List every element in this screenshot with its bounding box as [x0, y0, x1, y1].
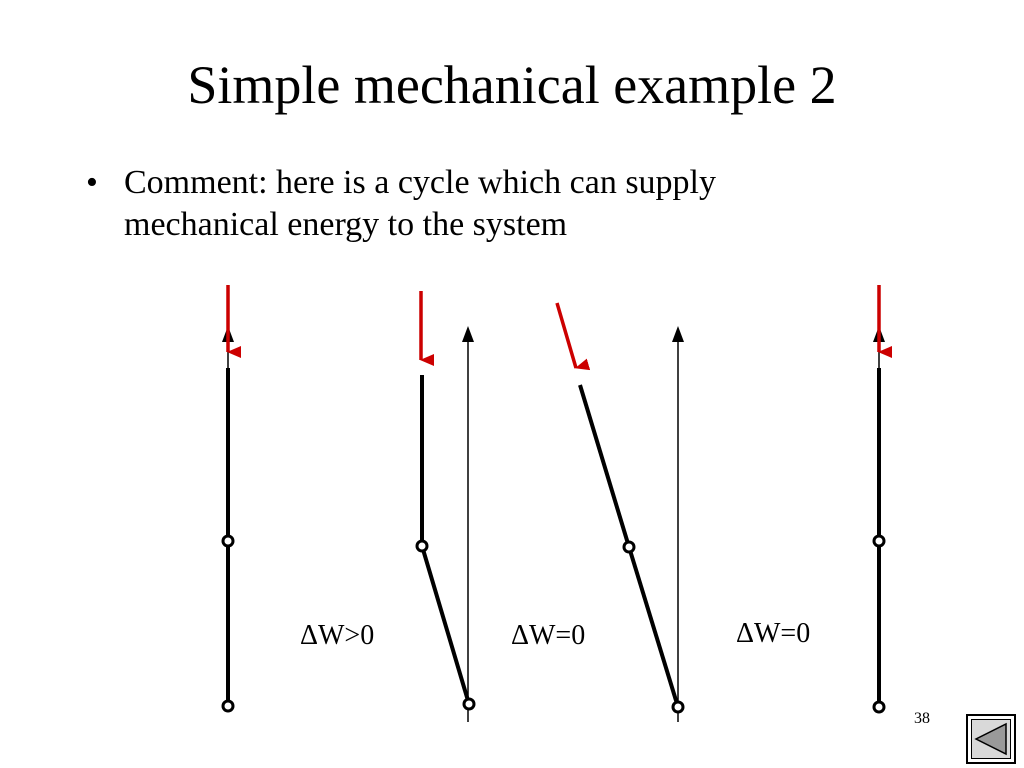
- config-4: [872, 285, 892, 714]
- nav-button-face: [971, 719, 1011, 759]
- joint-3: [622, 540, 636, 554]
- work-label-3: ΔW=0: [736, 618, 811, 649]
- back-triangle-icon: [974, 722, 1007, 756]
- reference-axis-3-head: [672, 326, 684, 342]
- force-arrow-3: [555, 302, 591, 371]
- work-label-2: ΔW=0: [511, 620, 586, 651]
- lower-segment-2: [420, 545, 471, 705]
- bullet-line-2: mechanical energy to the system: [124, 206, 568, 243]
- bullet-text: Comment: here is a cycle which can suppl…: [124, 162, 904, 246]
- config-1: [221, 285, 241, 713]
- lower-segment-3: [627, 546, 680, 708]
- work-label-1: ΔW>0: [300, 620, 375, 651]
- base-pivot-4: [872, 700, 886, 714]
- config-3: [555, 302, 685, 722]
- base-pivot-1: [221, 699, 235, 713]
- joint-1: [221, 534, 235, 548]
- page-number: 38: [914, 710, 930, 727]
- joint-4: [872, 534, 886, 548]
- joint-2: [415, 539, 429, 553]
- reference-axis-2-head: [462, 326, 474, 342]
- slide-title: Simple mechanical example 2: [187, 55, 837, 115]
- bullet-line-1: Comment: here is a cycle which can suppl…: [124, 164, 716, 201]
- base-pivot-3: [671, 700, 685, 714]
- upper-segment-3: [578, 384, 631, 548]
- config-2: [415, 291, 476, 722]
- base-pivot-2: [462, 697, 476, 711]
- bullet-marker: •: [86, 164, 98, 201]
- back-nav-button[interactable]: [966, 714, 1016, 764]
